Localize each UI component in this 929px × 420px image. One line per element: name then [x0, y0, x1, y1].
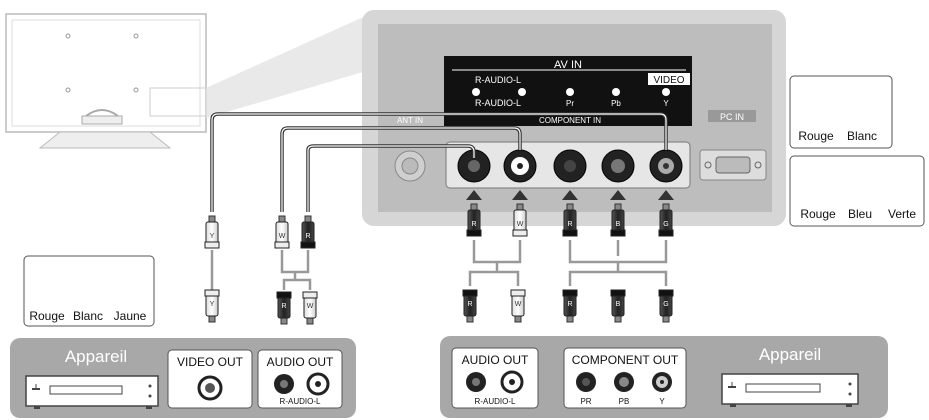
plug-letter: R: [305, 233, 310, 240]
component-jack-label: Y: [659, 397, 665, 406]
audio-out-box-right: [451, 347, 539, 409]
rca-plug: W: [302, 291, 318, 325]
panel-dot: [472, 88, 480, 96]
audio-label-top: R-AUDIO-L: [475, 75, 521, 85]
plug-letter: W: [307, 303, 314, 310]
audio-sub-label-left: R-AUDIO-L: [280, 397, 321, 406]
rca-plug: G: [658, 289, 674, 323]
rca-plug: G: [658, 203, 674, 237]
arrows: [466, 190, 674, 200]
jack-label-y: Y: [663, 99, 669, 108]
cables-left-lower: [210, 250, 312, 290]
component-out-label: COMPONENT OUT: [572, 353, 679, 367]
device-left-title: Appareil: [65, 347, 127, 366]
video-label: VIDEO: [653, 75, 684, 86]
audio-sub-label-right: R-AUDIO-L: [475, 397, 516, 406]
player-icon: [25, 375, 159, 409]
legend-item: Rouge: [29, 309, 65, 323]
audio-out-label-right: AUDIO OUT: [462, 353, 529, 367]
av-in-title: AV IN: [554, 59, 582, 71]
rca-plug: B: [610, 289, 626, 323]
legend-item: Blanc: [73, 309, 103, 323]
tv-panel: AV IN VIDEO R-AUDIO-L R-AUDIO-L Pr Pb Y …: [362, 10, 786, 226]
legend-item: Bleu: [848, 207, 872, 221]
plug-letter: Y: [210, 301, 215, 308]
legend-item: Rouge: [800, 207, 836, 221]
audio-label-bottom: R-AUDIO-L: [475, 98, 521, 108]
rca-plug: B: [610, 203, 626, 237]
jack-label-pb: Pb: [611, 99, 621, 108]
legend-item: Jaune: [114, 309, 147, 323]
plug-letter: R: [567, 221, 572, 228]
panel-dot: [612, 88, 620, 96]
rca-plug: Y: [204, 289, 220, 323]
device-left: Appareil VIDEO OUT AUDIO OUT R-AUDIO-L: [10, 338, 356, 418]
plug-letter: W: [515, 301, 522, 308]
audio-out-label-left: AUDIO OUT: [267, 355, 334, 369]
tv-illustration: [5, 13, 370, 149]
legend-right-top: Rouge Blanc: [789, 75, 893, 149]
rca-plug: R: [562, 289, 578, 323]
plug-letter: R: [567, 301, 572, 308]
plug-letter: R: [471, 221, 476, 228]
rca-plug: R: [462, 289, 478, 323]
rca-plug: R: [276, 291, 292, 325]
jack-label-pr: Pr: [566, 99, 574, 108]
plug-letter: R: [281, 303, 286, 310]
plug-letter: G: [663, 301, 668, 308]
cables-right-lower: [468, 240, 668, 286]
plug-letter: G: [663, 221, 668, 228]
plug-letter: Y: [210, 233, 215, 240]
plug-letter: W: [517, 221, 524, 228]
rca-plug: W: [512, 203, 528, 237]
device-right-title: Appareil: [759, 345, 821, 364]
video-out-label: VIDEO OUT: [177, 355, 244, 369]
panel-dot: [518, 88, 526, 96]
rca-plug: W: [510, 289, 526, 323]
component-jack-label: PR: [580, 397, 591, 406]
player-icon: [721, 373, 859, 407]
device-right: AUDIO OUT R-AUDIO-L COMPONENT OUT PR PB …: [440, 336, 888, 418]
rca-plug: Y: [204, 215, 220, 249]
panel-dot: [662, 88, 670, 96]
legend-item: Verte: [888, 207, 916, 221]
plug-letter: R: [467, 301, 472, 308]
legend-item: Rouge: [798, 129, 834, 143]
legend-right-bottom: Rouge Bleu Verte: [789, 155, 925, 227]
rca-plug: R: [466, 203, 482, 237]
rca-plug: R: [300, 215, 316, 249]
plug-letter: B: [616, 221, 621, 228]
zoom-beam: [206, 14, 370, 118]
legend-item: Blanc: [847, 129, 877, 143]
plug-letter: B: [616, 301, 621, 308]
pc-in-label: PC IN: [720, 112, 744, 122]
component-in-label: COMPONENT IN: [539, 116, 601, 125]
ant-in-label: ANT IN: [397, 116, 423, 125]
rca-plug: R: [562, 203, 578, 237]
component-jack-label: PB: [619, 397, 630, 406]
rca-plug: W: [274, 215, 290, 249]
plug-letter: W: [279, 233, 286, 240]
legend-left: Rouge Blanc Jaune: [23, 255, 155, 327]
panel-dot: [566, 88, 574, 96]
video-label-box: [648, 73, 690, 85]
